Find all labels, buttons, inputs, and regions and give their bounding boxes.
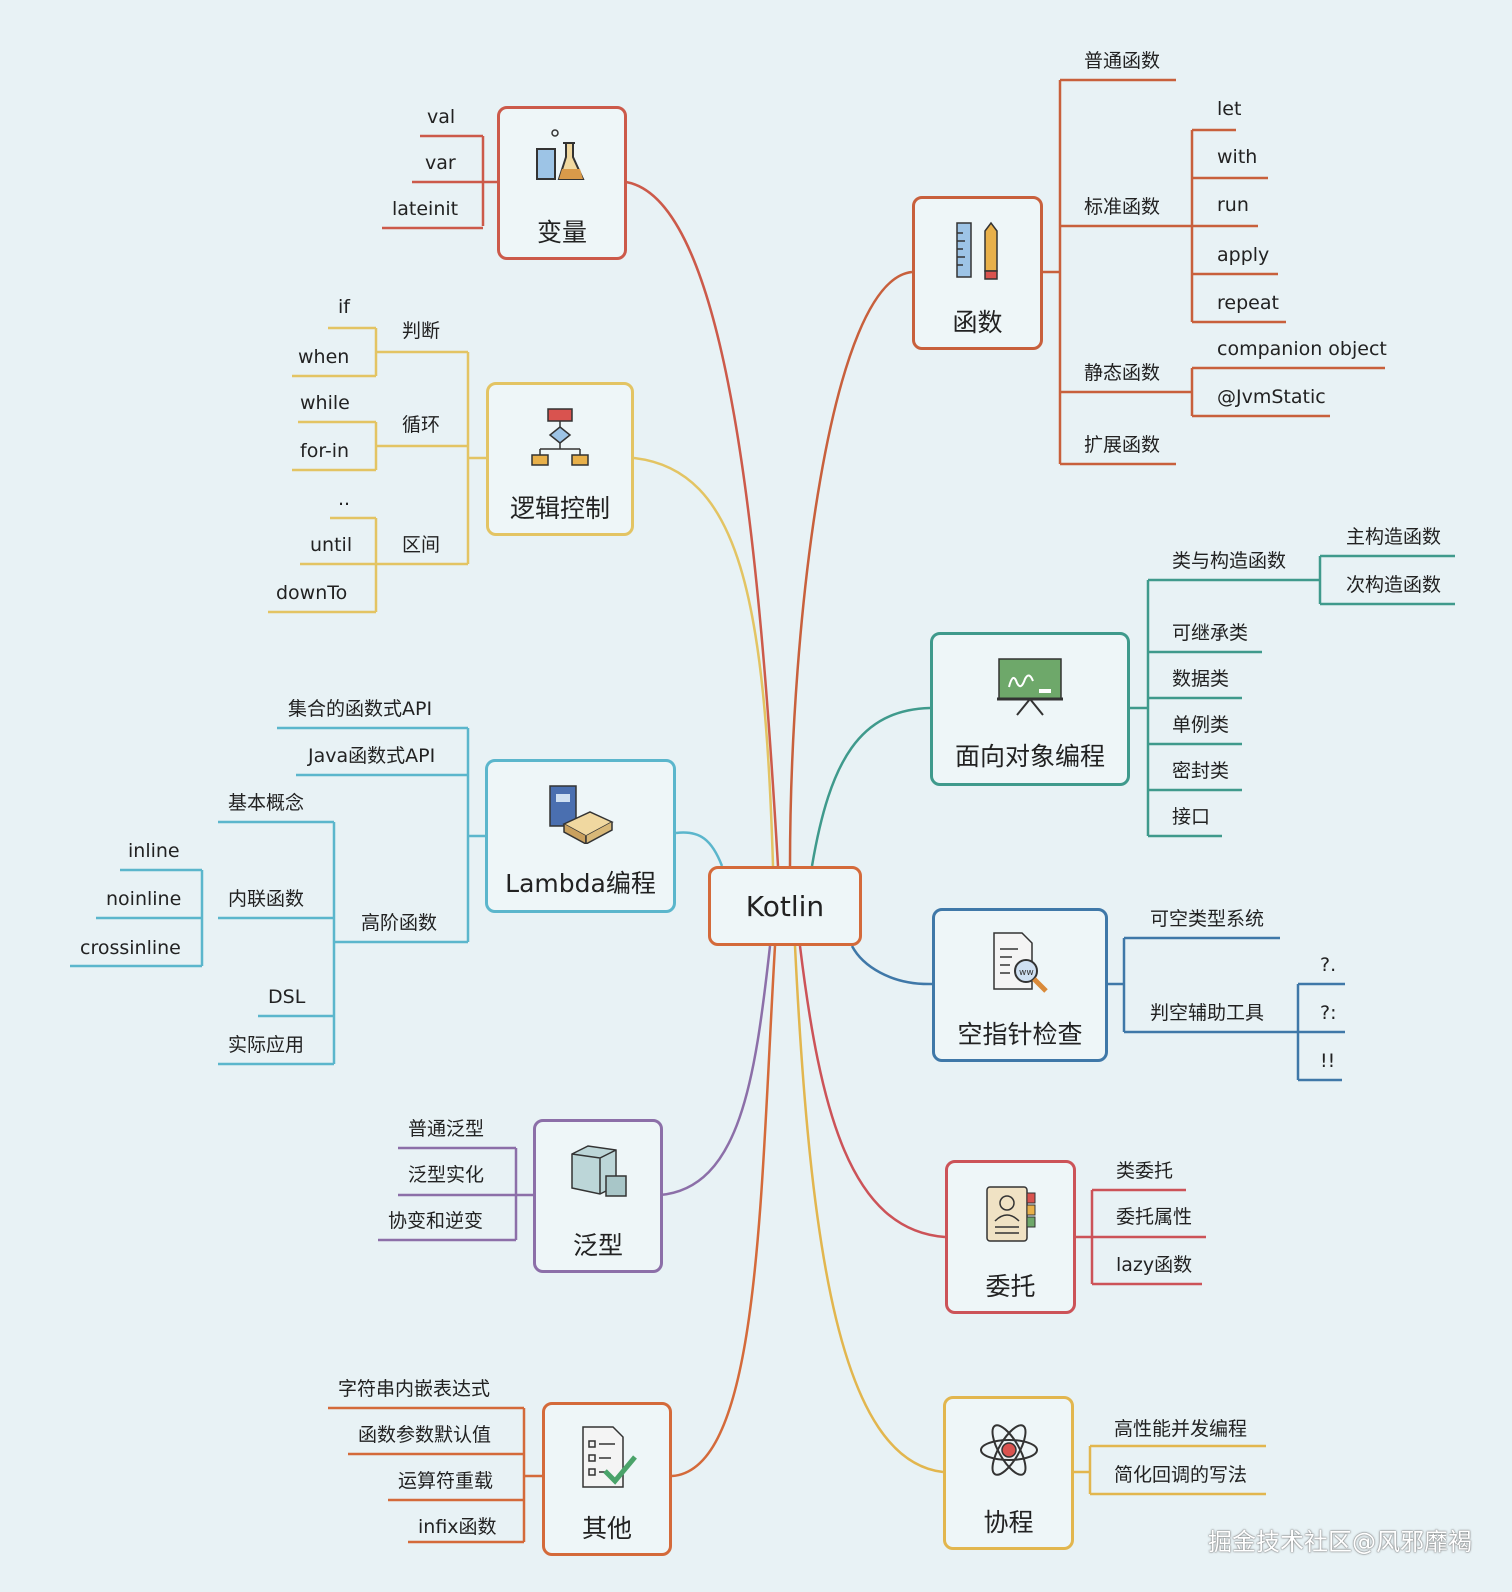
group-higher-order: 高阶函数	[361, 912, 438, 934]
leaf-run: run	[1217, 194, 1249, 216]
group-inline: 内联函数	[228, 888, 305, 910]
group-judge: 判断	[402, 320, 441, 342]
leaf-not-null-assert: !!	[1320, 1050, 1336, 1072]
node-lambda-title: Lambda编程	[505, 869, 656, 898]
leaf-range-dots: ..	[338, 488, 351, 510]
leaf-noinline: noinline	[106, 888, 182, 910]
leaf-inline: inline	[128, 840, 180, 862]
node-delegation-title: 委托	[985, 1272, 1036, 1301]
node-nullsafety[interactable]: ww 空指针检查	[932, 908, 1108, 1062]
leaf-safe-call: ?.	[1320, 954, 1337, 976]
leaf-if: if	[338, 296, 350, 318]
leaf-sealed-class: 密封类	[1172, 760, 1230, 782]
leaf-lateinit: lateinit	[392, 198, 459, 220]
blackboard-icon	[997, 658, 1063, 716]
leaf-string-template: 字符串内嵌表达式	[338, 1378, 491, 1400]
node-logic[interactable]: 逻辑控制	[486, 382, 634, 536]
group-static-function: 静态函数	[1084, 362, 1161, 384]
leaf-variance: 协变和逆变	[388, 1210, 484, 1232]
leaf-jvmstatic: @JvmStatic	[1217, 386, 1326, 408]
leaf-callback: 简化回调的写法	[1114, 1464, 1248, 1486]
group-range: 区间	[402, 534, 441, 556]
leaf-val: val	[427, 106, 456, 128]
leaf-java-api: Java函数式API	[308, 745, 436, 767]
leaf-secondary-constructor: 次构造函数	[1346, 574, 1442, 596]
node-delegation[interactable]: 委托	[945, 1160, 1076, 1314]
cube-icon	[571, 1145, 627, 1197]
ruler-pencil-icon	[955, 221, 998, 280]
leaf-lazy: lazy函数	[1116, 1254, 1193, 1276]
leaf-when: when	[298, 346, 350, 368]
leaf-let: let	[1217, 98, 1242, 120]
document-search-icon: ww	[993, 932, 1048, 993]
leaf-until: until	[310, 534, 353, 556]
node-nullsafety-title: 空指针检查	[957, 1020, 1083, 1049]
leaf-with: with	[1217, 146, 1258, 168]
leaf-while: while	[300, 392, 350, 414]
leaf-var: var	[425, 152, 456, 174]
flask-icon	[536, 129, 585, 180]
leaf-repeat: repeat	[1217, 292, 1279, 314]
leaf-nullable-type-system: 可空类型系统	[1150, 908, 1265, 930]
leaf-downto: downTo	[276, 582, 348, 604]
books-icon	[548, 785, 614, 844]
node-oop[interactable]: 面向对象编程	[930, 632, 1130, 786]
node-generics-title: 泛型	[572, 1231, 623, 1260]
leaf-concurrency: 高性能并发编程	[1114, 1418, 1248, 1440]
node-lambda[interactable]: Lambda编程	[485, 759, 676, 913]
node-others-title: 其他	[581, 1514, 632, 1543]
center-node[interactable]: Kotlin	[708, 866, 862, 946]
leaf-crossinline: crossinline	[80, 937, 181, 959]
leaf-operator-overload: 运算符重载	[398, 1470, 494, 1492]
atom-icon	[979, 1424, 1038, 1476]
node-coroutine-title: 协程	[983, 1508, 1034, 1537]
leaf-generic-basic: 普通泛型	[408, 1118, 485, 1140]
leaf-generic-reified: 泛型实化	[408, 1164, 485, 1186]
node-oop-title: 面向对象编程	[954, 742, 1105, 771]
group-loop: 循环	[402, 414, 441, 436]
node-functions-title: 函数	[952, 308, 1003, 337]
leaf-open-class: 可继承类	[1172, 622, 1249, 644]
leaf-primary-constructor: 主构造函数	[1346, 526, 1442, 548]
leaf-normal-function: 普通函数	[1084, 50, 1161, 72]
svg-text:ww: ww	[1019, 968, 1034, 978]
node-variable-title: 变量	[536, 218, 587, 247]
leaf-interface: 接口	[1172, 806, 1211, 828]
leaf-apply: apply	[1217, 244, 1270, 266]
leaf-basic-concept: 基本概念	[228, 792, 305, 814]
leaf-delegated-property: 委托属性	[1116, 1206, 1193, 1228]
leaf-for-in: for-in	[300, 440, 350, 462]
node-logic-title: 逻辑控制	[509, 494, 610, 523]
checklist-icon	[582, 1426, 637, 1488]
center-label: Kotlin	[745, 889, 825, 923]
leaf-default-params: 函数参数默认值	[358, 1424, 492, 1446]
contact-card-icon	[985, 1186, 1035, 1242]
node-others[interactable]: 其他	[542, 1402, 672, 1556]
leaf-class-delegation: 类委托	[1116, 1160, 1174, 1182]
leaf-companion-object: companion object	[1217, 338, 1387, 360]
group-null-tools: 判空辅助工具	[1150, 1002, 1265, 1024]
leaf-elvis: ?:	[1320, 1002, 1337, 1024]
node-generics[interactable]: 泛型	[533, 1119, 663, 1273]
leaf-practice: 实际应用	[228, 1034, 305, 1056]
node-functions[interactable]: 函数	[912, 196, 1043, 350]
flowchart-icon	[531, 408, 589, 466]
node-coroutine[interactable]: 协程	[943, 1396, 1074, 1550]
node-variable[interactable]: 变量	[497, 106, 627, 260]
leaf-extension-function: 扩展函数	[1084, 434, 1161, 456]
leaf-data-class: 数据类	[1172, 668, 1230, 690]
leaf-dsl: DSL	[268, 986, 306, 1008]
group-class-constructor: 类与构造函数	[1172, 550, 1287, 572]
leaf-collection-api: 集合的函数式API	[288, 698, 433, 720]
group-standard-function: 标准函数	[1084, 196, 1161, 218]
leaf-infix: infix函数	[418, 1516, 497, 1538]
leaf-singleton-class: 单例类	[1172, 714, 1230, 736]
watermark: 掘金技术社区@风邪靡褐	[1208, 1528, 1472, 1556]
